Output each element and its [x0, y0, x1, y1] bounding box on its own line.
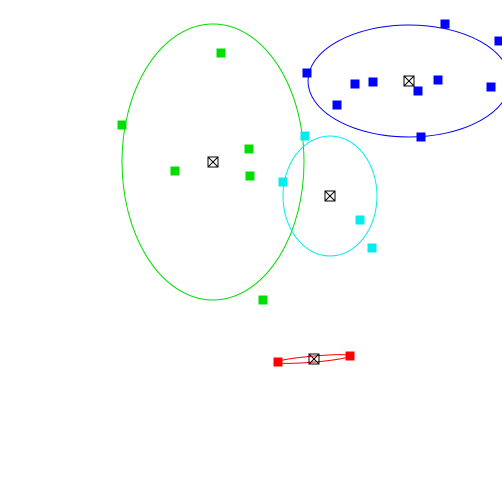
cluster-2-center-marker [324, 190, 336, 202]
cluster-2-point-2 [355, 215, 365, 225]
cluster-3-point-1 [345, 351, 355, 361]
cluster-0-point-3 [170, 166, 180, 176]
cluster-1-point-3 [350, 79, 360, 89]
cluster-1-center-marker [403, 75, 415, 87]
cluster-1-point-7 [486, 82, 496, 92]
cluster-1-ellipse [307, 24, 502, 138]
cluster-1-point-0 [440, 19, 450, 29]
cluster-2-point-0 [300, 131, 310, 141]
cluster-0-center-marker [207, 156, 219, 168]
cluster-0-point-5 [258, 295, 268, 305]
cluster-1-point-6 [413, 86, 423, 96]
cluster-0-point-0 [216, 48, 226, 58]
cluster-centers [207, 75, 415, 365]
cluster-1-point-4 [368, 77, 378, 87]
cluster-2-ellipse [282, 135, 378, 257]
cluster-0-point-2 [244, 144, 254, 154]
cluster-2-point-1 [278, 177, 288, 187]
cluster-0-ellipse [121, 23, 305, 301]
cluster-0-point-4 [245, 171, 255, 181]
cluster-0-point-1 [117, 120, 127, 130]
cluster-3-point-0 [273, 357, 283, 367]
cluster-2-point-3 [367, 243, 377, 253]
data-points [117, 19, 502, 367]
cluster-3-center-marker [308, 353, 320, 365]
cluster-1-point-2 [302, 68, 312, 78]
cluster-ellipses [121, 23, 502, 364]
cluster-1-point-5 [433, 75, 443, 85]
cluster-1-point-8 [332, 100, 342, 110]
cluster-1-point-1 [494, 36, 502, 46]
cluster-1-point-9 [416, 132, 426, 142]
